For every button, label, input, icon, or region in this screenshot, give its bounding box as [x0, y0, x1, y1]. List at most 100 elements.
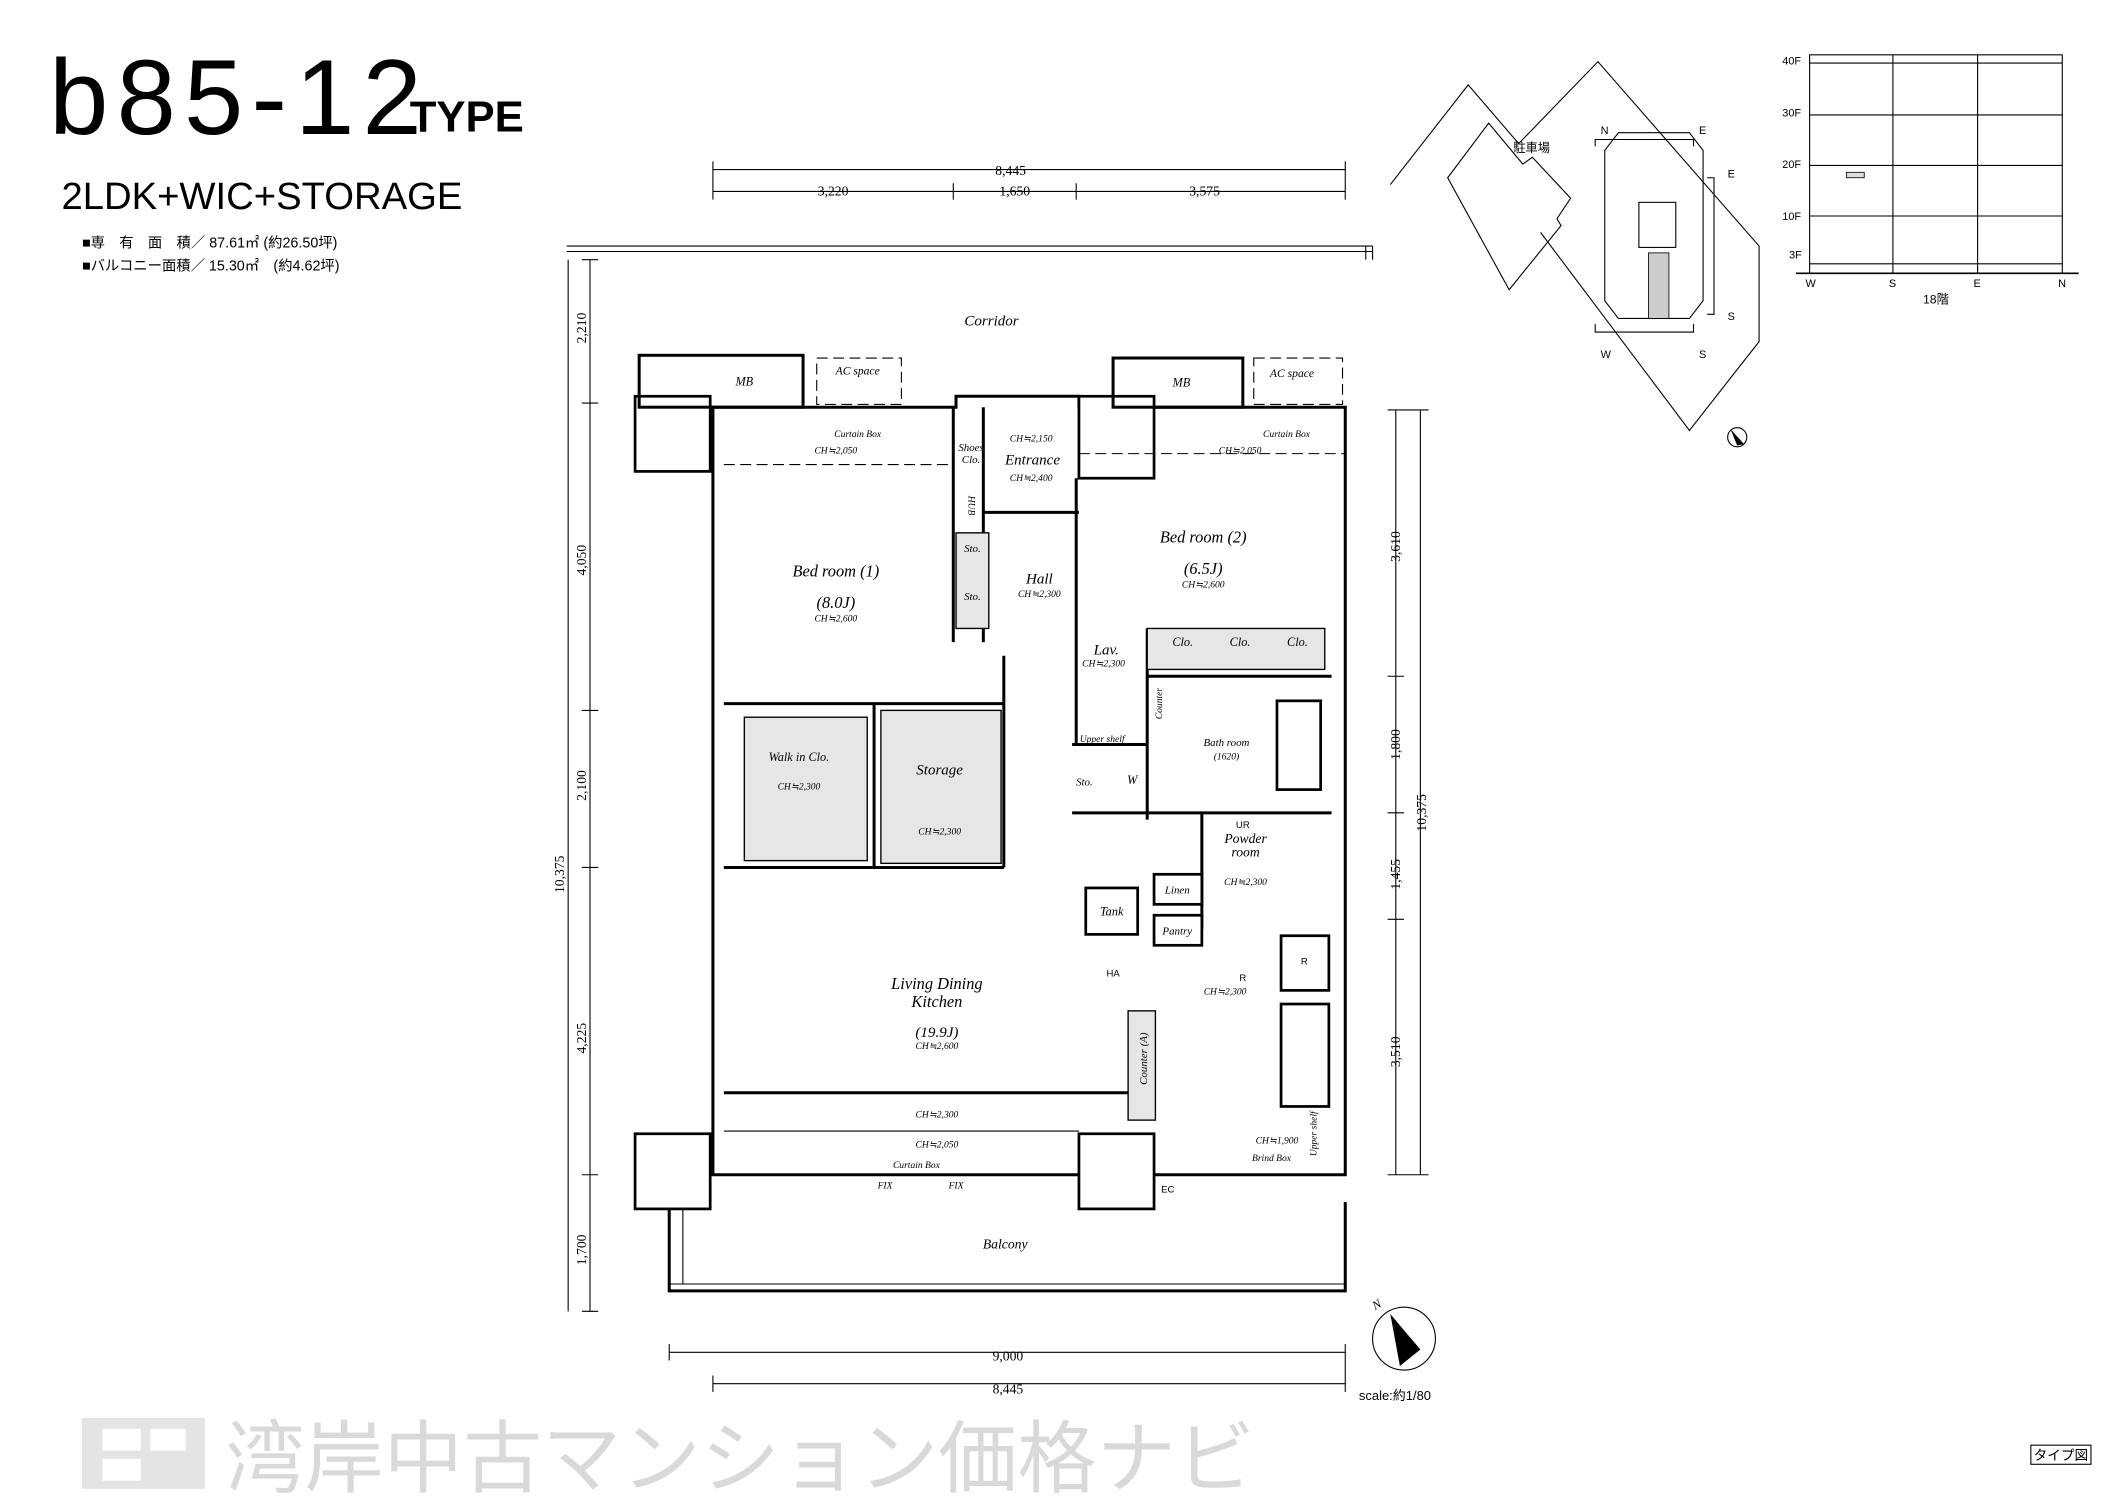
ec-label: EC — [1161, 1185, 1174, 1196]
bed2-ch-2050: CH≒2,050 — [1219, 446, 1262, 457]
mb-label-2: MB — [1172, 376, 1191, 390]
sto-2: Sto. — [964, 591, 981, 603]
watermark: 湾岸中古マンション価格ナビ — [81, 1414, 1255, 1500]
bed1-size: (8.0J) — [817, 593, 856, 612]
dim-left-3: 2,100 — [574, 770, 589, 801]
bed2-ch: CH≒2,600 — [1182, 579, 1225, 590]
sto-1: Sto. — [964, 543, 981, 555]
key-n: N — [1601, 125, 1609, 137]
hub-label: HUB — [965, 495, 976, 516]
entrance-name: Entrance — [1004, 453, 1060, 469]
header: b85-12 TYPE 2LDK+WIC+STORAGE ■専 有 面 積／ 8… — [49, 38, 524, 275]
floor-3f: 3F — [1789, 249, 1802, 261]
ldk-size: (19.9J) — [915, 1025, 958, 1041]
kitchen-ch-1900: CH≒1,900 — [1256, 1135, 1299, 1146]
dim-left-2: 4,050 — [574, 545, 589, 576]
mb-label-1: MB — [734, 374, 753, 388]
private-area: ■専 有 面 積／ 87.61㎡ (約26.50坪) — [82, 234, 337, 251]
north-label: N — [1369, 1296, 1385, 1313]
dim-left-total: 10,375 — [552, 855, 567, 893]
floor-30f: 30F — [1782, 107, 1801, 119]
bath-size: (1620) — [1214, 752, 1239, 763]
type-suffix: TYPE — [410, 92, 524, 141]
floor-chart: 40F 30F 20F 10F 3F W S E N 18階 — [1782, 54, 2079, 306]
key-s1: S — [1728, 311, 1735, 323]
shoes-clo-label: Clo. — [962, 454, 980, 466]
storage-ch: CH≒2,300 — [918, 827, 961, 838]
powder-name1: Powder — [1223, 831, 1267, 846]
scale-label: scale:約1/80 — [1359, 1388, 1431, 1403]
curtain-box-3: Curtain Box — [893, 1160, 941, 1171]
curtain-box-1: Curtain Box — [834, 429, 882, 440]
dim-top-3: 3,575 — [1189, 184, 1220, 199]
dim-right-total: 10,375 — [1414, 794, 1429, 832]
key-w: W — [1601, 349, 1612, 361]
key-e1: E — [1699, 125, 1706, 137]
key-plan: 駐車場 N E E S W S — [1389, 60, 1760, 448]
dim-top-total: 8,445 — [995, 163, 1026, 178]
key-compass-icon — [1727, 427, 1748, 448]
floor-20f: 20F — [1782, 159, 1801, 171]
entrance-ch2: CH≒2,400 — [1010, 473, 1053, 484]
floor-40f: 40F — [1782, 55, 1801, 67]
ldk-name1: Living Dining — [890, 974, 982, 993]
dim-right-4: 3,510 — [1388, 1036, 1403, 1067]
bed2-size: (6.5J) — [1184, 559, 1223, 578]
floor-10f: 10F — [1782, 211, 1801, 223]
bed1-ch-2050: CH≒2,050 — [814, 446, 857, 457]
bed2-name: Bed room (2) — [1160, 527, 1247, 546]
dim-right-3: 1,455 — [1388, 859, 1403, 890]
dim-right-2: 1,800 — [1388, 729, 1403, 760]
dim-bottom-outer: 9,000 — [993, 1348, 1024, 1363]
dim-left-4: 4,225 — [574, 1023, 589, 1054]
ldk-ch-2300: CH≒2,300 — [916, 1109, 959, 1120]
r-label-2: R — [1301, 956, 1308, 967]
balcony-area: ■バルコニー面積／ 15.30㎡ (約4.62坪) — [82, 258, 340, 275]
hall-name: Hall — [1025, 571, 1053, 587]
tank-label: Tank — [1100, 904, 1124, 918]
layout-label: 2LDK+WIC+STORAGE — [61, 175, 462, 218]
corridor-label: Corridor — [964, 313, 1018, 329]
ac-space-2: AC space — [1269, 367, 1314, 380]
compass: N — [1369, 1296, 1436, 1371]
ldk-ch: CH≒2,600 — [916, 1041, 959, 1052]
key-e2: E — [1728, 169, 1735, 181]
kitchen-ch: CH≒2,300 — [1204, 986, 1247, 997]
counter-a-label: Counter (A) — [1138, 1032, 1150, 1085]
dim-right-1: 3,610 — [1388, 531, 1403, 562]
upper-shelf-1: Upper shelf — [1080, 734, 1126, 745]
plan: Corridor MB MB AC space AC space — [566, 245, 1374, 1293]
ur-label: UR — [1236, 820, 1250, 831]
ha-label: HA — [1106, 969, 1120, 980]
brind-box: Brind Box — [1252, 1153, 1292, 1164]
balcony-label: Balcony — [983, 1236, 1029, 1251]
current-floor-marker — [1846, 171, 1865, 179]
powder-ch: CH≒2,300 — [1224, 877, 1267, 888]
dir-s: S — [1889, 278, 1896, 290]
lav-name: Lav. — [1093, 642, 1119, 658]
hall-ch: CH≒2,300 — [1018, 589, 1061, 600]
clo-1: Clo. — [1172, 635, 1193, 649]
type-tag: タイプ図 — [2034, 1448, 2089, 1463]
current-floor-label: 18階 — [1923, 291, 1949, 306]
sto-3: Sto. — [1076, 777, 1093, 789]
wic-name: Walk in Clo. — [769, 750, 830, 764]
dimensions: 8,445 3,220 1,650 3,575 2,210 4,050 2,10… — [552, 161, 1429, 1396]
dim-top-1: 3,220 — [818, 184, 849, 199]
clo-3: Clo. — [1287, 635, 1308, 649]
counter-label: Counter — [1154, 688, 1165, 720]
dir-w: W — [1806, 278, 1817, 290]
fix-2: FIX — [948, 1180, 965, 1191]
bed1-name: Bed room (1) — [792, 562, 879, 581]
shoes-label: Shoes — [958, 442, 983, 454]
ac-space-1: AC space — [835, 364, 880, 377]
dim-bottom-inner: 8,445 — [993, 1381, 1024, 1396]
parking-label: 駐車場 — [1513, 140, 1550, 155]
ldk-ch-2050: CH≒2,050 — [916, 1139, 959, 1150]
r-label-1: R — [1239, 973, 1246, 984]
dim-left-5: 1,700 — [574, 1234, 589, 1265]
clo-2: Clo. — [1230, 635, 1251, 649]
north-arrow-icon — [1372, 1306, 1436, 1371]
ldk-name2: Kitchen — [910, 992, 962, 1011]
